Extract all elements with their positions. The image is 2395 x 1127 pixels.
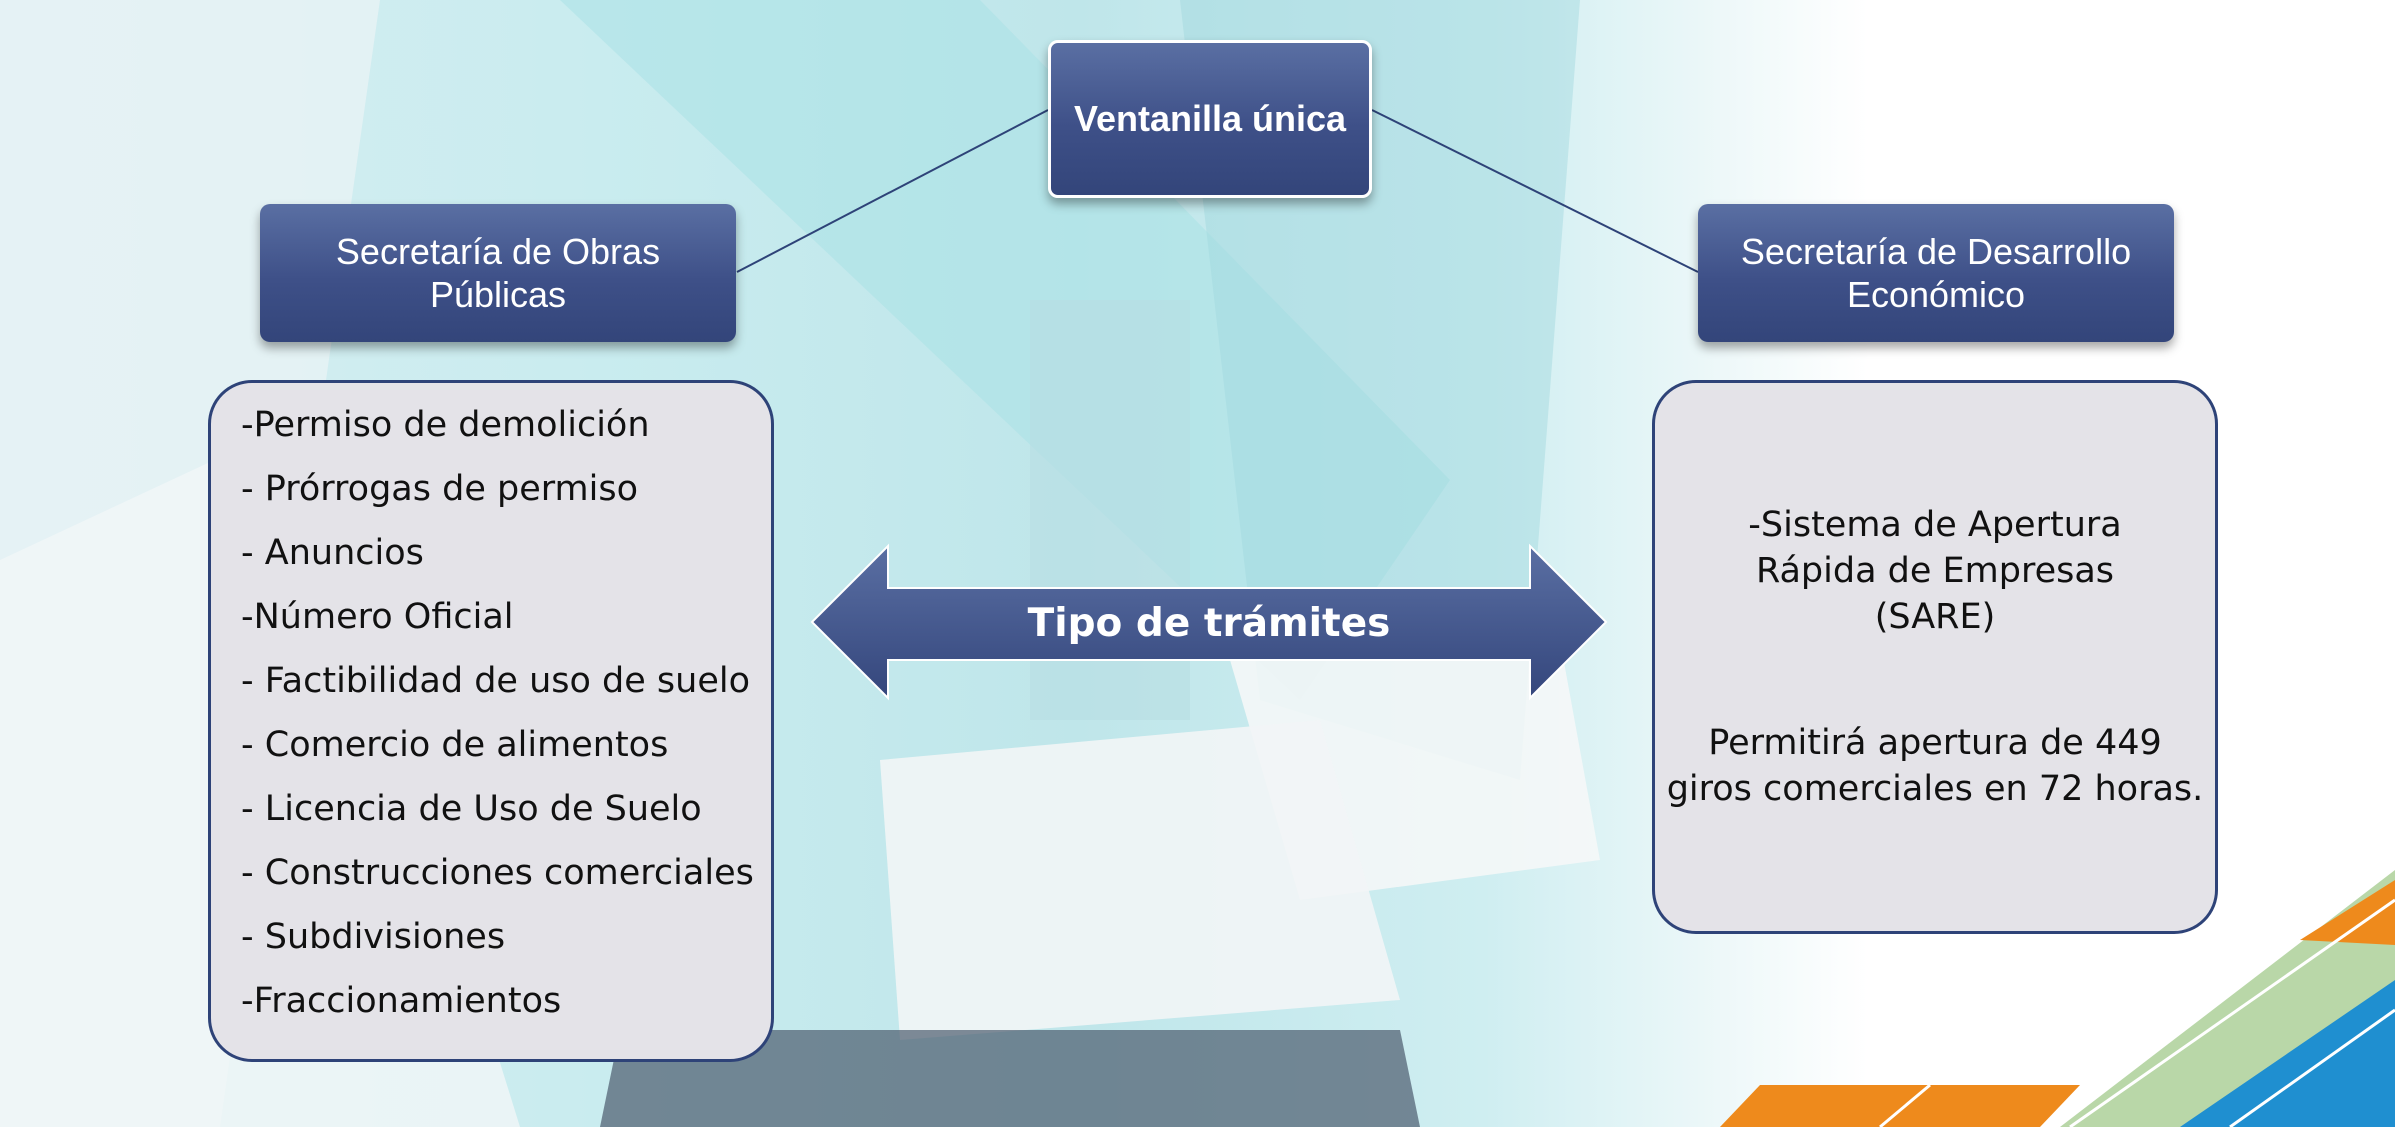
right-text-sare: -Sistema de Apertura Rápida de Empresas … [1748,505,2122,637]
list-item: - Factibilidad de uso de suelo [241,661,751,701]
right-branch-header: Secretaría de Desarrollo Económico [1698,204,2174,342]
arrow-label: Tipo de trámites [1027,601,1391,646]
left-branch-label: Secretaría de Obras Públicas [335,230,661,315]
right-branch-label: Secretaría de Desarrollo Económico [1740,230,2132,315]
list-item: -Permiso de demolición [241,405,650,445]
right-text-giros: Permitirá apertura de 449 giros comercia… [1666,723,2204,809]
left-items-list: -Permiso de demolición - Prórrogas de pe… [241,393,771,1033]
list-item: - Licencia de Uso de Suelo [241,789,702,829]
list-item: -Fraccionamientos [241,981,562,1021]
connector-line-right [1371,109,1699,273]
list-item: - Construcciones comerciales [241,853,754,893]
root-node-label: Ventanilla única [1073,98,1347,140]
list-item: -Número Oficial [241,597,514,637]
root-node-box: Ventanilla única [1048,40,1372,198]
left-branch-header: Secretaría de Obras Públicas [260,204,736,342]
list-item: - Comercio de alimentos [241,725,669,765]
list-item: - Anuncios [241,533,424,573]
connector-line-left [736,109,1049,273]
right-content-box: -Sistema de Apertura Rápida de Empresas … [1652,380,2218,934]
left-items-box: -Permiso de demolición - Prórrogas de pe… [208,380,774,1062]
list-item: - Prórrogas de permiso [241,469,638,509]
list-item: - Subdivisiones [241,917,506,957]
